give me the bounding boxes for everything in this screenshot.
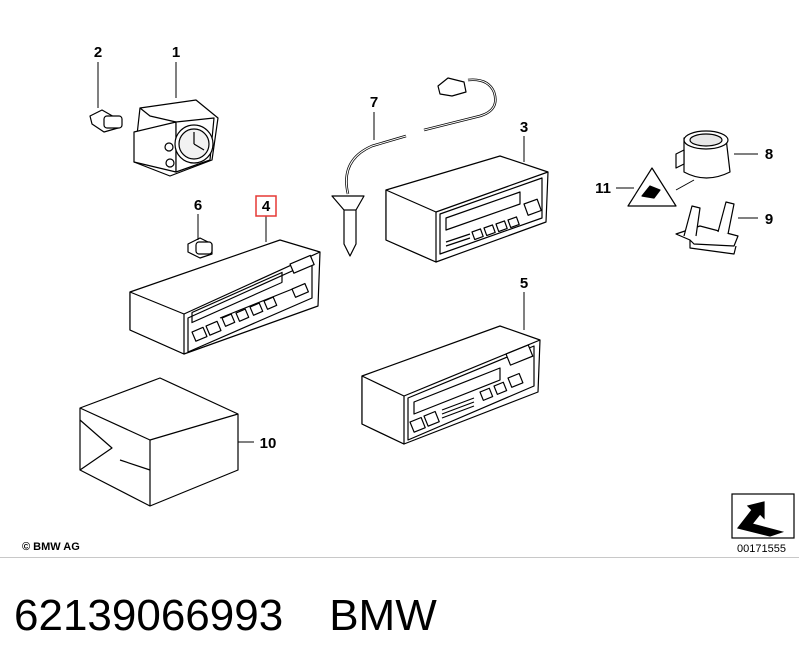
part-label-4: 4 xyxy=(262,198,271,215)
part-3-control-unit[interactable] xyxy=(385,155,549,263)
parts-diagram: 1 2 3 4 5 6 7 8 9 10 11 xyxy=(79,44,795,539)
part-5-control-unit[interactable] xyxy=(361,325,541,445)
part-label-6: 6 xyxy=(194,197,202,214)
part-4-heater-control[interactable] xyxy=(129,239,321,355)
copyright-text: © BMW AG xyxy=(22,541,80,553)
part-11-label[interactable] xyxy=(627,167,677,207)
part-label-9: 9 xyxy=(765,211,773,228)
part-label-2: 2 xyxy=(94,44,102,61)
arrow-logo-icon xyxy=(731,493,795,539)
part-label-1: 1 xyxy=(172,44,180,61)
brand-name: BMW xyxy=(329,591,437,640)
part-8-cap[interactable] xyxy=(675,130,731,179)
part-label-7: 7 xyxy=(370,94,378,111)
part-1-clock[interactable] xyxy=(133,99,219,177)
leader-lines xyxy=(97,62,758,443)
divider xyxy=(0,557,799,558)
part-label-3: 3 xyxy=(520,119,528,136)
part-label-11: 11 xyxy=(595,180,611,197)
footer: 62139066993 BMW xyxy=(14,586,437,646)
part-label-10: 10 xyxy=(260,435,277,452)
part-10-box[interactable] xyxy=(79,377,239,507)
part-label-5: 5 xyxy=(520,275,528,292)
part-6-bulb[interactable] xyxy=(187,237,213,259)
part-number: 62139066993 xyxy=(14,591,284,640)
diagram-id: 00171555 xyxy=(737,543,786,555)
part-label-8: 8 xyxy=(765,146,773,163)
part-9-clip[interactable] xyxy=(675,201,739,255)
highlight-box-item-4 xyxy=(255,195,277,217)
part-7-sensor-cable[interactable] xyxy=(331,77,497,257)
part-2-bulb[interactable] xyxy=(89,109,123,133)
